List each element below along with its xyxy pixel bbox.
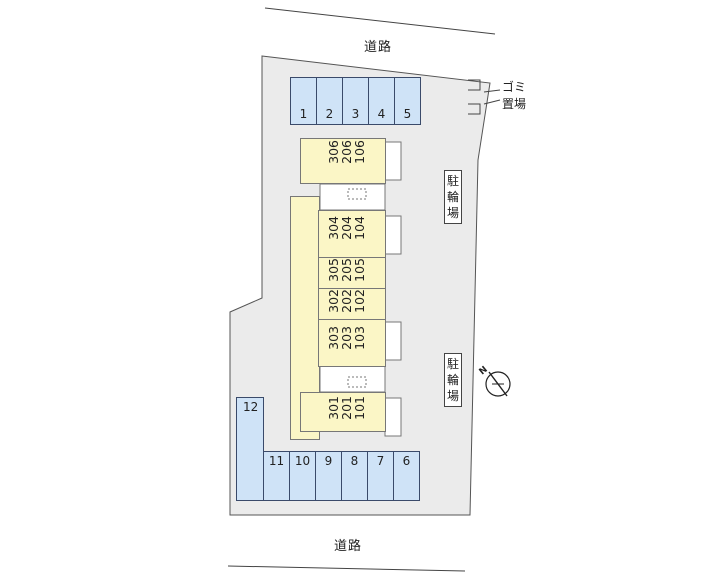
top-road-line xyxy=(264,7,496,35)
garbage-bin xyxy=(468,103,481,115)
top-road-label: 道路 xyxy=(364,40,393,55)
parking-slot-9: 9 xyxy=(315,451,342,501)
unit-group-301: 301 201 101 xyxy=(326,396,367,420)
unit-group-304: 304 204 104 xyxy=(326,216,367,240)
bicycle-parking-upper: 駐輪場 xyxy=(444,170,462,224)
building-unit-block xyxy=(318,210,386,258)
unit-number: 101 xyxy=(352,396,367,420)
balcony xyxy=(384,215,402,255)
parking-slot-3: 3 xyxy=(342,77,369,125)
bottom-road-label: 道路 xyxy=(334,539,363,554)
parking-slot-1: 1 xyxy=(290,77,317,125)
parking-slot-10: 10 xyxy=(289,451,316,501)
parking-slot-5: 5 xyxy=(394,77,421,125)
unit-group-305: 305 205 105 xyxy=(326,258,367,282)
garbage-area-label-line2: 置場 xyxy=(502,97,527,111)
garbage-leader xyxy=(483,99,501,105)
unit-number: 105 xyxy=(352,258,367,282)
unit-group-306: 306 206 106 xyxy=(326,140,367,164)
stairwell xyxy=(319,183,386,211)
unit-number: 106 xyxy=(352,140,367,164)
unit-group-302: 302 202 102 xyxy=(326,289,367,313)
stair-outline xyxy=(347,376,367,388)
balcony xyxy=(384,321,402,361)
north-compass-icon xyxy=(485,371,511,397)
parking-slot-2: 2 xyxy=(316,77,343,125)
balcony xyxy=(384,397,402,437)
building-unit-block xyxy=(300,138,386,184)
building-unit-block xyxy=(300,392,386,432)
building-unit-block xyxy=(318,319,386,367)
garbage-area-label-line1: ゴミ xyxy=(502,80,527,94)
parking-slot-12: 12 xyxy=(236,397,264,501)
parking-slot-11: 11 xyxy=(263,451,290,501)
garbage-leader xyxy=(483,89,501,93)
parking-slot-8: 8 xyxy=(341,451,368,501)
unit-number: 103 xyxy=(352,326,367,350)
bicycle-parking-lower: 駐輪場 xyxy=(444,353,462,407)
garbage-bin xyxy=(468,79,481,91)
unit-number: 104 xyxy=(352,216,367,240)
unit-number: 102 xyxy=(352,289,367,313)
unit-group-303: 303 203 103 xyxy=(326,326,367,350)
stairwell xyxy=(319,365,386,393)
stair-outline xyxy=(347,188,367,200)
parking-slot-6: 6 xyxy=(393,451,420,501)
parking-slot-7: 7 xyxy=(367,451,394,501)
balcony xyxy=(384,141,402,181)
bottom-road-line xyxy=(227,565,466,572)
parking-slot-4: 4 xyxy=(368,77,395,125)
